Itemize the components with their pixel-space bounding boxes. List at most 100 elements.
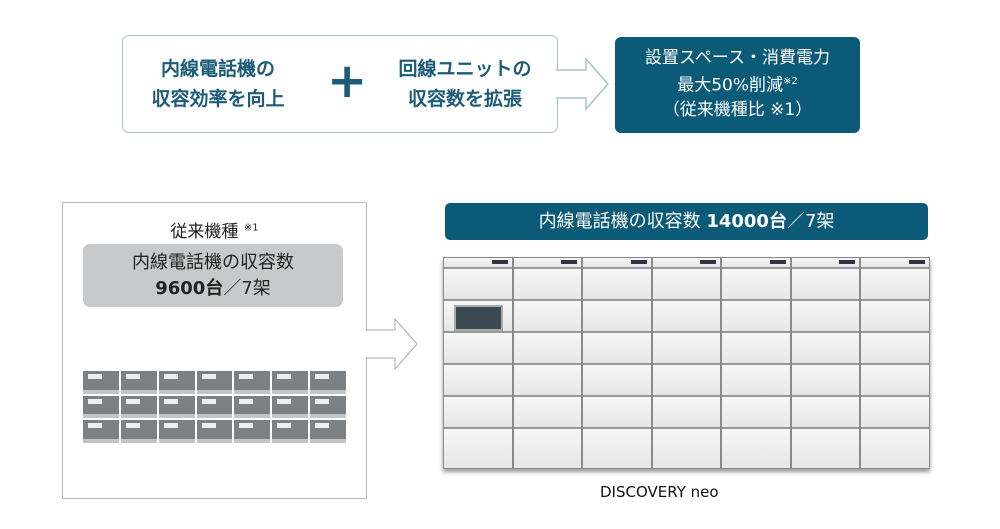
- arrow-right-icon: [556, 58, 609, 111]
- cabinet-shelf: [791, 365, 860, 395]
- cabinet-shelf: [652, 365, 721, 395]
- cabinet-shelf: [861, 397, 929, 427]
- old-rack-unit: [310, 420, 346, 443]
- model-name: DISCOVERY neo: [600, 483, 719, 501]
- old-rack-unit: [234, 420, 271, 443]
- indicator: [630, 260, 647, 264]
- cabinet-top-strip: [444, 258, 512, 267]
- old-rack-unit: [158, 420, 195, 443]
- cabinet-column: [583, 258, 651, 468]
- old-rack-unit: [120, 420, 157, 443]
- cabinet-shelf: [722, 333, 790, 363]
- cabinet-shelf: [722, 429, 790, 468]
- text-line: 回線ユニットの: [398, 58, 532, 80]
- cabinet-shelf: [791, 269, 860, 299]
- indicator: [700, 260, 717, 264]
- old-rack-unit: [120, 395, 157, 419]
- cabinet-shelf: [513, 397, 582, 427]
- indicator: [839, 260, 856, 264]
- indicator: [491, 260, 508, 264]
- old-rack-unit: [83, 420, 119, 443]
- cabinet-column: [861, 258, 929, 468]
- footnote: ※2: [783, 76, 798, 87]
- display-panel: [454, 305, 503, 331]
- old-model-title: 従来機種 ※1: [63, 217, 366, 242]
- result-line: 設置スペース・消費電力: [645, 48, 830, 68]
- old-rack-unit: [272, 420, 309, 443]
- old-rack-unit: [83, 395, 119, 419]
- feature-efficiency: 内線電話機の 収容効率を向上: [133, 54, 303, 114]
- title-text: 従来機種: [170, 222, 239, 242]
- text-line: 収容数を拡張: [407, 88, 522, 110]
- cabinet-shelf: [444, 333, 512, 363]
- old-rack-unit: [196, 395, 233, 419]
- cabinet-top-strip: [722, 258, 790, 267]
- cabinet-shelf: [513, 269, 582, 299]
- cabinet-column: [791, 258, 860, 468]
- result-line: 最大50%削減※2: [615, 70, 860, 98]
- cabinet-top-strip: [513, 258, 582, 267]
- cabinet-shelf: [722, 301, 790, 331]
- capacity-value: 9600台: [155, 278, 224, 299]
- result-box: 設置スペース・消費電力 最大50%削減※2 （従来機種比 ※1）: [615, 37, 860, 133]
- text-line: 内線電話機の: [160, 58, 275, 80]
- old-rack-unit: [158, 371, 195, 394]
- capacity-label: 内線電話機の収容数: [538, 211, 701, 232]
- cabinet-top-strip: [861, 258, 929, 267]
- indicator: [561, 260, 578, 264]
- feature-box: 内線電話機の 収容効率を向上 + 回線ユニットの 収容数を拡張: [122, 35, 558, 133]
- old-rack-unit: [196, 420, 233, 443]
- feature-capacity: 回線ユニットの 収容数を拡張: [375, 54, 555, 114]
- cabinet-shelf: [652, 333, 721, 363]
- cabinet-shelf: [861, 365, 929, 395]
- indicator: [908, 260, 925, 264]
- cabinet-column: [722, 258, 790, 468]
- text-line: 収容効率を向上: [151, 88, 285, 110]
- cabinet-shelf: [861, 429, 929, 468]
- cabinet-column: [513, 258, 582, 468]
- cabinet-shelf: [583, 429, 651, 468]
- footnote: ※1: [243, 222, 259, 234]
- cabinet-shelf: [444, 365, 512, 395]
- result-line: （従来機種比 ※1）: [615, 98, 860, 122]
- indicator: [769, 260, 786, 264]
- cabinet-shelf: [583, 269, 651, 299]
- cabinet-shelf: [513, 365, 582, 395]
- cabinet-shelf: [722, 365, 790, 395]
- cabinet-shelf: [583, 365, 651, 395]
- cabinet-shelf: [652, 301, 721, 331]
- old-model-panel: 従来機種 ※1 内線電話機の収容数 9600台／7架: [62, 202, 367, 499]
- rack-count: ／7架: [223, 278, 271, 299]
- result-text: （従来機種比: [662, 99, 765, 120]
- footnote: ※1）: [770, 99, 813, 120]
- cabinet-shelf: [583, 301, 651, 331]
- cabinet-shelf: [583, 333, 651, 363]
- cabinet-top-strip: [652, 258, 721, 267]
- old-rack-unit: [310, 371, 346, 394]
- old-capacity-box: 内線電話機の収容数 9600台／7架: [83, 244, 343, 307]
- cabinet-column: [652, 258, 721, 468]
- cabinet-column: [444, 258, 512, 468]
- old-rack-unit: [196, 371, 233, 394]
- cabinet-shelf: [791, 301, 860, 331]
- cabinet-shelf: [791, 333, 860, 363]
- old-racks-illustration: [83, 371, 346, 443]
- cabinet-shelf: [861, 269, 929, 299]
- plus-icon: +: [327, 53, 368, 109]
- cabinet-shelf: [861, 333, 929, 363]
- old-rack-unit: [234, 371, 271, 394]
- cabinet-shelf: [444, 301, 512, 331]
- old-rack-unit: [272, 395, 309, 419]
- cabinet-shelf: [513, 429, 582, 468]
- cabinet-shelf: [513, 301, 582, 331]
- cabinet-shelf: [444, 429, 512, 468]
- cabinet-shelf: [861, 301, 929, 331]
- result-text: 最大50%削減: [677, 75, 784, 96]
- arrow-right-icon: [365, 318, 418, 371]
- old-rack-unit: [158, 395, 195, 419]
- old-rack-unit: [234, 395, 271, 419]
- capacity-value-line: 9600台／7架: [83, 276, 343, 302]
- capacity-label: 内線電話機の収容数: [132, 252, 294, 273]
- rack-count: ／7架: [786, 211, 835, 232]
- cabinet-shelf: [652, 269, 721, 299]
